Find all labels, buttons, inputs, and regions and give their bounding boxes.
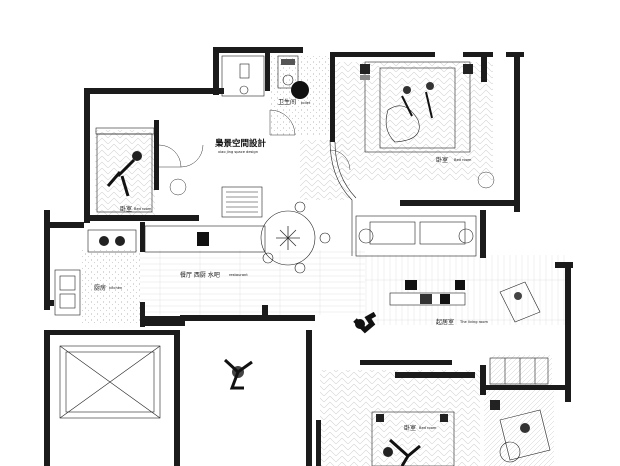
walls [44,47,573,466]
label-toilet-en: toilet [301,101,311,105]
label-living-en: The living room [459,320,488,324]
label-bottom-bedroom-en: Bed room [419,426,437,430]
brand-label: 梟景空間設計 xiao jing space design [214,138,267,154]
label-dining-cn: 餐厅 西厨 水吧 [180,271,220,279]
label-toilet-cn: 卫生间 [278,98,296,106]
toilet-fixtures [221,55,309,99]
left-bed [95,127,155,213]
master-bed [360,61,473,153]
label-dining-en: restaurant [229,273,248,277]
label-living-cn: 起居室 [436,318,454,326]
kitchen-fixtures [54,229,137,316]
hallway-figure [223,358,253,390]
living-furniture [353,215,541,334]
label-kitchen-en: kitchen [109,286,122,290]
label-master-bedroom-cn: 卧室 [436,156,448,164]
brand-subtitle: xiao jing space design [218,150,258,154]
bottom-right-lounge [489,357,551,463]
label-kitchen-cn: 厨房 [94,284,106,292]
label-left-bedroom-cn: 卧室 [120,205,132,213]
cabinets [144,186,266,253]
bottom-left-room [59,345,161,419]
doors [158,109,495,196]
dining-table [260,201,331,274]
curved-partition [329,139,353,256]
label-left-bedroom-en: Bed room [134,207,152,211]
label-bottom-bedroom-cn: 卧室 [404,424,416,432]
curved-partition-inner [334,141,357,199]
label-master-bedroom-en: Bed room [454,158,472,162]
bottom-bed [371,411,455,466]
brand-name: 梟景空間設計 [214,138,267,149]
